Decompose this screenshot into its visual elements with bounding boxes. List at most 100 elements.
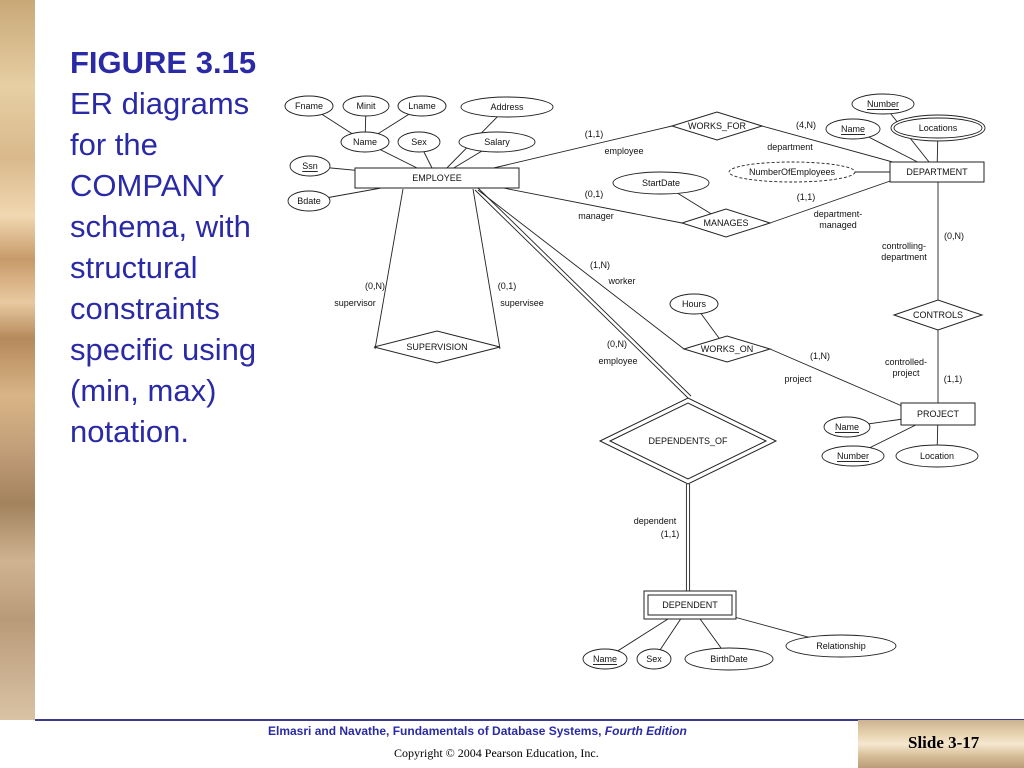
- link-works-on-project: [769, 348, 903, 407]
- attribute-label: Location: [920, 451, 954, 461]
- attribute-sex-dep: Sex: [636, 648, 672, 670]
- cardinality-label: (0,1): [498, 281, 517, 291]
- attribute-locations: Locations: [890, 114, 986, 142]
- attribute-label: Hours: [682, 299, 707, 309]
- attribute-bdate: Bdate: [287, 190, 331, 212]
- cardinality-label: (4,N): [796, 120, 816, 130]
- link-employee-dependents-of: [474, 189, 689, 399]
- attribute-label: Relationship: [816, 641, 866, 651]
- cardinality-label: (0,N): [607, 339, 627, 349]
- role-label: department: [881, 252, 927, 262]
- attribute-label: Ssn: [302, 161, 318, 171]
- attribute-label: Number: [837, 451, 869, 461]
- role-label: supervisor: [334, 298, 376, 308]
- attribute-label: Name: [841, 124, 865, 134]
- link-employee-works-on: [477, 189, 685, 350]
- link-employee-supervision: [472, 188, 501, 350]
- relationship-manages: MANAGES: [680, 208, 772, 238]
- entity-label: PROJECT: [917, 409, 960, 419]
- attribute-label: Sex: [411, 137, 427, 147]
- link-employee-manages: [482, 183, 683, 224]
- role-label: department: [767, 142, 813, 152]
- relationship-works-on: WORKS_ON: [682, 335, 772, 363]
- entity-employee: EMPLOYEE: [354, 167, 520, 189]
- footer-credit-text: Elmasri and Navathe, Fundamentals of Dat…: [268, 724, 602, 738]
- attribute-number-proj: Number: [821, 445, 885, 467]
- attribute-label: Address: [490, 102, 524, 112]
- entity-project: PROJECT: [900, 402, 976, 426]
- figure-number: FIGURE 3.15: [70, 45, 257, 80]
- attribute-name-dept: Name: [825, 118, 881, 140]
- role-label: manager: [578, 211, 614, 221]
- role-label: controlling-: [882, 241, 926, 251]
- role-label: department-: [814, 209, 863, 219]
- cardinality-label: (0,N): [944, 231, 964, 241]
- slide-number-band: [858, 720, 1024, 768]
- footer-copyright: Copyright © 2004 Pearson Education, Inc.: [394, 746, 599, 760]
- attribute-ssn: Ssn: [289, 155, 331, 177]
- entity-label: DEPARTMENT: [906, 167, 968, 177]
- attribute-fname: Fname: [284, 95, 334, 117]
- attribute-label: Sex: [646, 654, 662, 664]
- footer-divider: [35, 719, 1024, 721]
- slide-number: Slide 3-17: [908, 733, 980, 752]
- link-works-for-department: [761, 125, 901, 165]
- role-label: controlled-: [885, 357, 927, 367]
- footer-credit: Elmasri and Navathe, Fundamentals of Dat…: [268, 724, 687, 738]
- attribute-numberofemployees: NumberOfEmployees: [728, 161, 856, 183]
- role-label: project: [892, 368, 920, 378]
- attribute-label: StartDate: [642, 178, 680, 188]
- attribute-name-proj: Name: [823, 416, 871, 438]
- cardinality-label: (1,1): [797, 192, 816, 202]
- link-employee-dependents-of-total: [477, 187, 692, 397]
- link-employee-works-for: [484, 125, 673, 171]
- attribute-number-dept: Number: [851, 93, 915, 115]
- role-label: worker: [607, 276, 635, 286]
- attribute-label: Name: [593, 654, 617, 664]
- attribute-label: Lname: [408, 101, 436, 111]
- relationship-controls: CONTROLS: [892, 299, 984, 331]
- cardinality-label: (1,N): [590, 260, 610, 270]
- relationship-label: WORKS_ON: [701, 344, 754, 354]
- role-label: employee: [598, 356, 637, 366]
- attribute-label: Minit: [356, 101, 376, 111]
- link-manages-department: [769, 179, 894, 224]
- attribute-birthdate: BirthDate: [684, 647, 774, 671]
- attribute-name-emp: Name: [340, 131, 390, 153]
- relationship-works-for: WORKS_FOR: [670, 111, 764, 141]
- cardinality-label: (1,N): [810, 351, 830, 361]
- relationship-label: CONTROLS: [913, 310, 963, 320]
- role-label: supervisee: [500, 298, 544, 308]
- attribute-minit: Minit: [342, 95, 390, 117]
- link-employee-supervision: [374, 188, 404, 350]
- role-label: dependent: [634, 516, 677, 526]
- attribute-sex-emp: Sex: [397, 131, 441, 153]
- attribute-label: Fname: [295, 101, 323, 111]
- relationship-label: SUPERVISION: [406, 342, 467, 352]
- attribute-label: BirthDate: [710, 654, 748, 664]
- attribute-relationship: Relationship: [785, 634, 897, 658]
- role-label: employee: [604, 146, 643, 156]
- attribute-label: Bdate: [297, 196, 321, 206]
- role-label: project: [784, 374, 812, 384]
- role-label: managed: [819, 220, 857, 230]
- attribute-address: Address: [460, 96, 554, 118]
- cardinality-label: (0,N): [365, 281, 385, 291]
- attribute-salary: Salary: [458, 131, 536, 153]
- attribute-label: Name: [353, 137, 377, 147]
- cardinality-label: (0,1): [585, 189, 604, 199]
- entity-label: DEPENDENT: [662, 600, 718, 610]
- decorative-side-strip: [0, 0, 35, 720]
- entity-dependent: DEPENDENT: [643, 590, 737, 620]
- attribute-location-proj: Location: [895, 444, 979, 468]
- attribute-lname: Lname: [397, 95, 447, 117]
- attribute-label: Number: [867, 99, 899, 109]
- attribute-name-dep: Name: [582, 648, 628, 670]
- attribute-label: Salary: [484, 137, 510, 147]
- relationship-dependents-of: DEPENDENTS_OF: [598, 397, 778, 485]
- er-diagram: (1,1) employee (4,N) department (0,1) manager…: [284, 93, 986, 671]
- relationship-label: DEPENDENTS_OF: [648, 436, 728, 446]
- figure-description: ER diagrams for the COMPANY schema, with…: [70, 86, 257, 449]
- relationship-label: WORKS_FOR: [688, 121, 747, 131]
- footer-edition: Fourth Edition: [604, 724, 687, 738]
